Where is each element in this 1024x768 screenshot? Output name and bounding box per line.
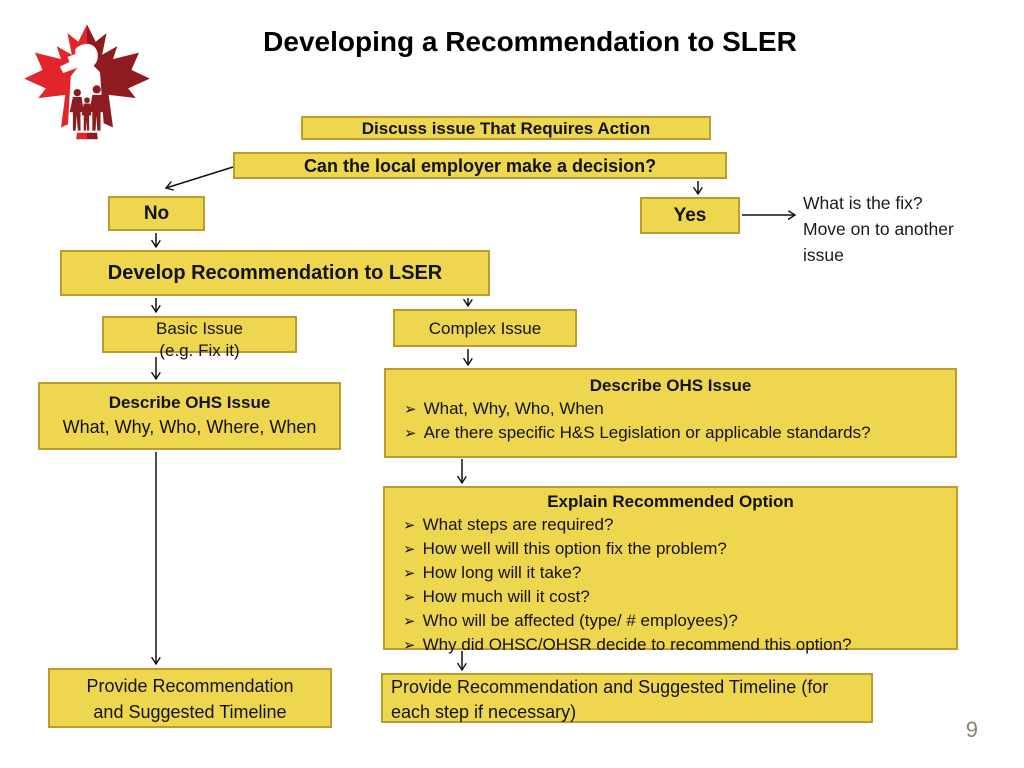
bullet-item: ➢ Are there specific H&S Legislation or a… <box>404 421 945 445</box>
describe-ohs-basic-subtitle: What, Why, Who, Where, When <box>62 417 317 437</box>
bullet-item: ➢ How long will it take? <box>403 561 946 585</box>
bullet-item: ➢ How much will it cost? <box>403 585 946 609</box>
flow-box-describe-ohs-complex: Describe OHS Issue ➢ What, Why, Who, When… <box>384 368 957 458</box>
basic-issue-line: Basic Issue <box>156 319 243 338</box>
bullet-item: ➢ What steps are required? <box>403 513 946 537</box>
flow-box-discuss-issue: Discuss issue That Requires Action <box>301 116 711 140</box>
bullet-arrow-icon: ➢ <box>403 541 416 558</box>
bullet-arrow-icon: ➢ <box>403 565 416 582</box>
flow-box-provide-timeline-basic: Provide Recommendation and Suggested Tim… <box>48 668 332 728</box>
bullet-text: How well will this option fix the proble… <box>422 539 727 558</box>
basic-issue-line: (e.g. Fix it) <box>159 341 240 360</box>
flow-box-complex-issue: Complex Issue <box>393 309 577 347</box>
provide-basic-line: and Suggested Timeline <box>93 702 287 722</box>
yes-outcome-line: Move on to another <box>803 219 954 239</box>
bullet-arrow-icon: ➢ <box>403 613 416 630</box>
describe-ohs-complex-bullets: ➢ What, Why, Who, When ➢ Are there specifi… <box>396 397 945 445</box>
bullet-text: Why did OHSC/OHSR decide to recommend th… <box>422 635 852 654</box>
yes-outcome-line: issue <box>803 245 844 265</box>
slide-title: Developing a Recommendation to SLER <box>263 26 797 57</box>
flow-box-yes: Yes <box>640 197 740 234</box>
bullet-text: What steps are required? <box>422 515 614 534</box>
bullet-arrow-icon: ➢ <box>403 517 416 534</box>
describe-ohs-complex-title: Describe OHS Issue <box>589 376 752 395</box>
flow-box-no: No <box>108 196 205 231</box>
bullet-item: ➢ What, Why, Who, When <box>404 397 945 421</box>
bullet-arrow-icon: ➢ <box>403 637 416 654</box>
describe-ohs-basic-title: Describe OHS Issue <box>108 393 271 412</box>
flow-box-provide-timeline-complex: Provide Recommendation and Suggested Tim… <box>381 673 873 723</box>
bullet-text: What, Why, Who, When <box>423 399 604 418</box>
bullet-text: How much will it cost? <box>422 587 590 606</box>
flow-box-decision: Can the local employer make a decision? <box>233 152 727 179</box>
yes-outcome-note: What is the fix? Move on to another issu… <box>803 190 988 268</box>
yes-outcome-line: What is the fix? <box>803 193 923 213</box>
bullet-item: ➢ How well will this option fix the probl… <box>403 537 946 561</box>
maple-leaf-troops-logo <box>24 24 150 140</box>
bullet-item: ➢ Why did OHSC/OHSR decide to recommend t… <box>403 633 946 657</box>
bullet-arrow-icon: ➢ <box>404 425 417 442</box>
flow-box-explain-option: Explain Recommended Option ➢ What steps a… <box>383 486 958 654</box>
explain-option-bullets: ➢ What steps are required? ➢ How well will… <box>395 513 946 657</box>
arrow-decision-to-no <box>166 166 234 188</box>
bullet-arrow-icon: ➢ <box>403 589 416 606</box>
bullet-arrow-icon: ➢ <box>404 401 417 418</box>
page-number: 9 <box>965 717 978 742</box>
bullet-item: ➢ Who will be affected (type/ # employees… <box>403 609 946 633</box>
flow-box-develop-recommendation: Develop Recommendation to LSER <box>60 250 490 296</box>
bullet-text: How long will it take? <box>422 563 582 582</box>
provide-basic-line: Provide Recommendation <box>86 676 294 696</box>
explain-option-title: Explain Recommended Option <box>547 492 794 511</box>
flow-box-describe-ohs-basic: Describe OHS Issue What, Why, Who, Where… <box>38 382 341 450</box>
flow-box-basic-issue: Basic Issue (e.g. Fix it) <box>102 316 297 360</box>
bullet-text: Who will be affected (type/ # employees)… <box>422 611 738 630</box>
bullet-text: Are there specific H&S Legislation or ap… <box>423 423 871 442</box>
